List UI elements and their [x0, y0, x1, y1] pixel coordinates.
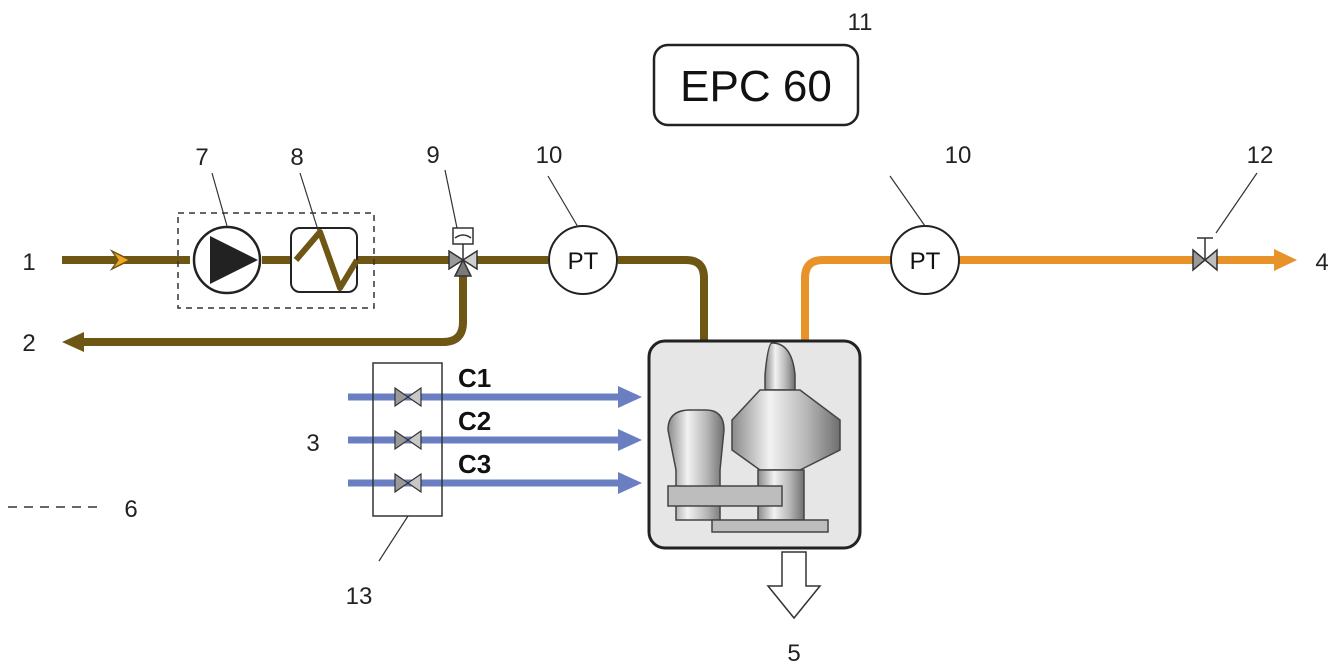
callout-10-left: 10 — [536, 142, 563, 169]
separator-unit — [647, 339, 862, 550]
callout-10-right: 10 — [945, 142, 972, 169]
pressure-transmitter-left: PT — [548, 225, 618, 295]
cleaning-lines — [348, 393, 622, 487]
cleaning-valves — [394, 386, 422, 494]
outlet-arrow-head — [1274, 249, 1297, 271]
callout-3: 3 — [306, 430, 319, 457]
flow-direction-icon — [109, 249, 132, 271]
cleaning-arrow-2 — [618, 429, 642, 451]
cleaning-arrow-1 — [618, 386, 642, 408]
cleaning-arrow-3 — [618, 472, 642, 494]
discharge-arrow-icon — [766, 551, 822, 620]
callout-2: 2 — [22, 330, 35, 357]
cleaning-label-c1: C1 — [458, 363, 491, 393]
cleaning-label-c2: C2 — [458, 406, 491, 436]
heater-icon — [290, 227, 360, 293]
manual-valve-icon — [1192, 237, 1218, 272]
pressure-transmitter-right: PT — [890, 225, 960, 295]
pt-label-left: PT — [568, 248, 599, 275]
callout-8: 8 — [290, 144, 303, 171]
controller-box: EPC 60 11 — [652, 9, 873, 127]
callout-11: 11 — [848, 9, 873, 36]
callout-6: 6 — [124, 496, 137, 523]
callout-12: 12 — [1247, 142, 1274, 169]
callout-9: 9 — [426, 142, 439, 169]
controller-label: EPC 60 — [680, 62, 832, 111]
three-way-valve-icon — [448, 227, 478, 277]
module-boundary — [177, 212, 375, 309]
pt-label-right: PT — [910, 248, 941, 275]
callout-7: 7 — [195, 144, 208, 171]
pump-icon — [192, 225, 262, 295]
callout-4: 4 — [1315, 249, 1328, 276]
return-arrow-head — [62, 332, 84, 352]
callout-1: 1 — [22, 249, 35, 276]
callout-5: 5 — [787, 640, 800, 666]
outlet-line — [801, 256, 1278, 340]
cleaning-label-c3: C3 — [458, 449, 491, 479]
callout-leaders — [211, 169, 1258, 562]
callout-13: 13 — [346, 583, 373, 610]
